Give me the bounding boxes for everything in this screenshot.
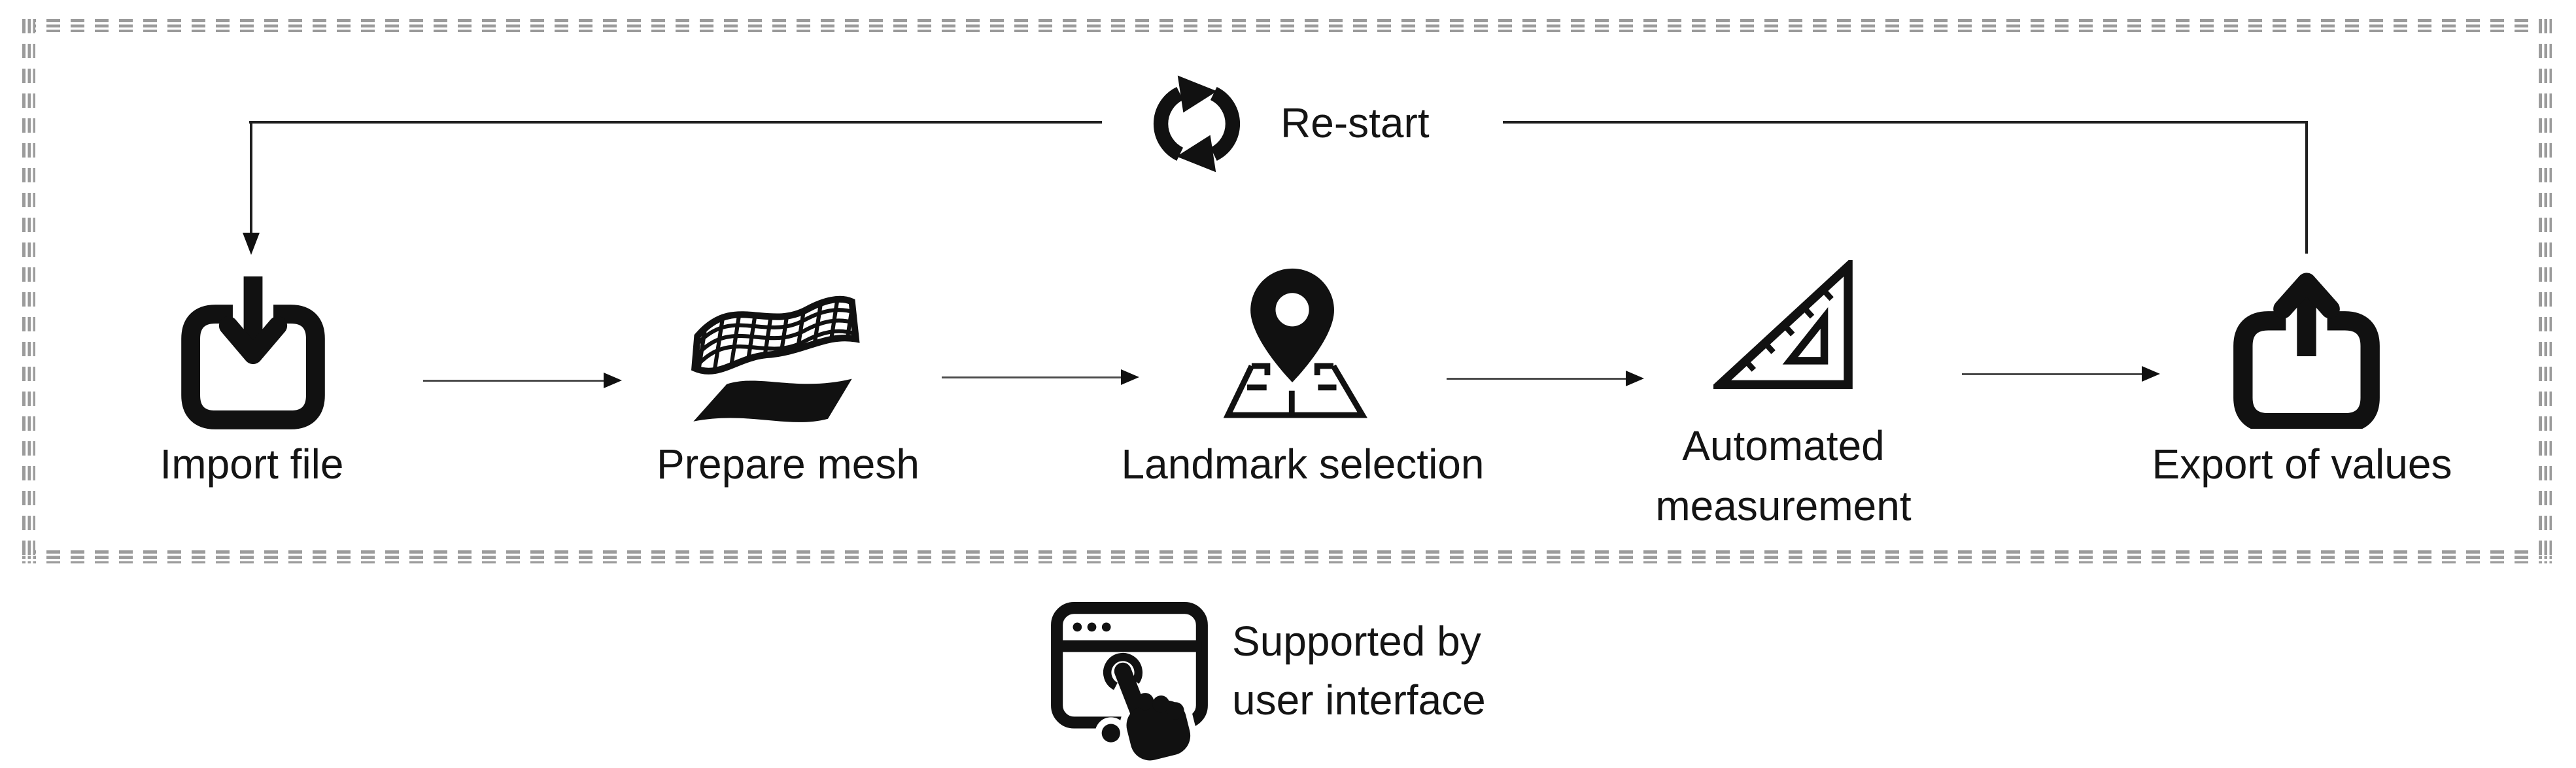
mesh-surface-icon: [691, 295, 860, 422]
step-label-import-file: Import file: [160, 441, 344, 488]
legend-caption: Supported by user interface: [1232, 612, 1486, 729]
dashed-border-right: [2539, 19, 2552, 563]
restart-line-down-left: [250, 121, 252, 233]
import-file-icon: [181, 276, 325, 429]
dashed-border-bottom: [22, 550, 2552, 563]
map-pin-icon: [1223, 264, 1367, 418]
restart-line-up-right: [2305, 121, 2308, 254]
set-square-ruler-icon: [1713, 260, 1853, 390]
legend-line-2: user interface: [1232, 676, 1486, 724]
restart-line-top-left: [249, 121, 1102, 124]
restart-label: Re-start: [1280, 99, 1430, 146]
dashed-border-left: [22, 19, 35, 563]
flow-arrow-1: [423, 372, 622, 388]
refresh-cycle-icon: [1153, 75, 1241, 173]
step-label-export-values: Export of values: [2152, 441, 2452, 488]
restart-arrowhead-down: [243, 233, 260, 255]
dashed-border-top: [22, 19, 2552, 32]
step-label-landmark-selection: Landmark selection: [1121, 441, 1485, 488]
restart-line-top-right: [1503, 121, 2308, 124]
browser-tap-icon: [1051, 602, 1208, 766]
flow-arrow-4: [1962, 365, 2160, 382]
legend-line-1: Supported by: [1232, 618, 1481, 665]
export-file-icon: [2233, 273, 2380, 429]
flow-arrow-3: [1447, 370, 1644, 386]
step-label-automated-measurement: Automated measurement: [1655, 422, 1912, 529]
step-label-prepare-mesh: Prepare mesh: [657, 441, 919, 488]
flow-arrow-2: [942, 369, 1139, 385]
